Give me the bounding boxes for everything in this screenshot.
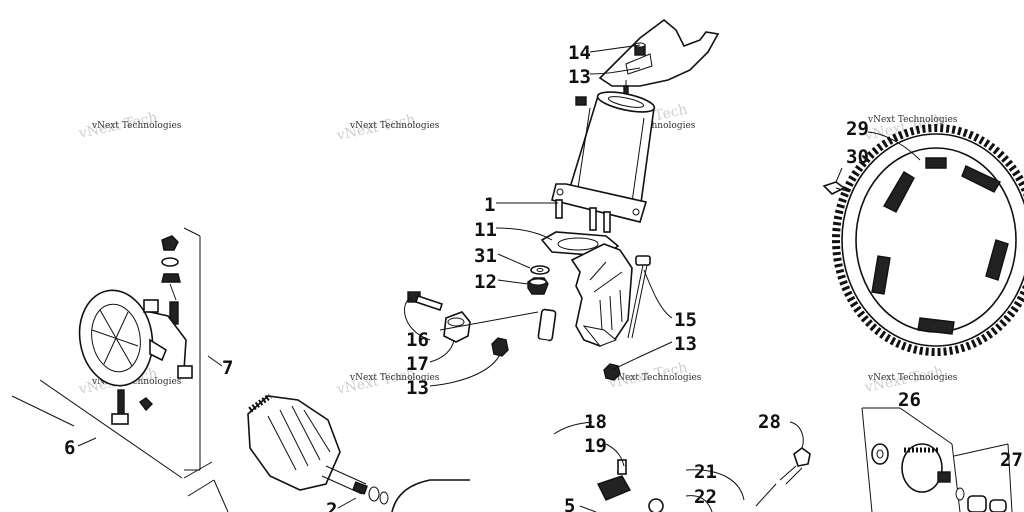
callout-14: 14 [568,42,591,64]
screw-30 [822,181,851,195]
callout-19: 19 [584,435,607,457]
callout-29: 29 [846,118,869,140]
starter-motor [551,80,656,233]
watermark-1: vNext Technologies [91,121,182,131]
callout-13-top: 13 [568,66,591,88]
watermark-7: vNext Technologies [611,373,702,383]
callout-31: 31 [474,245,497,267]
ring-gear [832,124,1024,356]
callout-13-left: 13 [406,377,429,399]
callout-26: 26 [898,389,921,411]
bracket-lines [11,379,229,512]
callout-16: 16 [406,329,429,351]
watermark-2: vNext Technologies [349,121,440,131]
callout-21: 21 [694,461,717,483]
callout-1: 1 [484,194,495,216]
adapter-housing [570,243,633,347]
callout-7: 7 [222,357,233,379]
callout-5: 5 [564,495,575,512]
callout-11: 11 [474,219,497,241]
callout-18: 18 [584,411,607,433]
callout-6: 6 [64,437,75,459]
watermark-5: vNext Technologies [91,377,182,387]
bolt-15 [627,255,651,339]
callout-12: 12 [474,271,497,293]
washer-and-nut [527,265,550,295]
callout-22: 22 [694,486,717,508]
watermark-4: vNext Technologies [867,115,958,125]
leader-lines [77,44,921,512]
callout-13-mid: 13 [674,333,697,355]
bolt-28 [755,447,811,507]
callout-30: 30 [846,146,869,168]
watermark-6: vNext Technologies [349,373,440,383]
mounting-bracket [598,18,720,87]
callout-2: 2 [326,499,337,512]
watermarks: vNext Tech vNext Technologies vNext Tech… [77,102,958,398]
armature [247,393,470,512]
starter-drive [861,407,1013,512]
cable-assembly [533,308,664,512]
callout-28: 28 [758,411,781,433]
callout-17: 17 [406,353,429,375]
callout-27: 27 [1000,449,1023,471]
brush-holder-assembly [78,227,201,471]
callouts: 14 13 1 11 31 12 15 13 16 17 13 18 19 21… [64,42,1023,512]
callout-15: 15 [674,309,697,331]
watermark-8: vNext Technologies [867,373,958,383]
